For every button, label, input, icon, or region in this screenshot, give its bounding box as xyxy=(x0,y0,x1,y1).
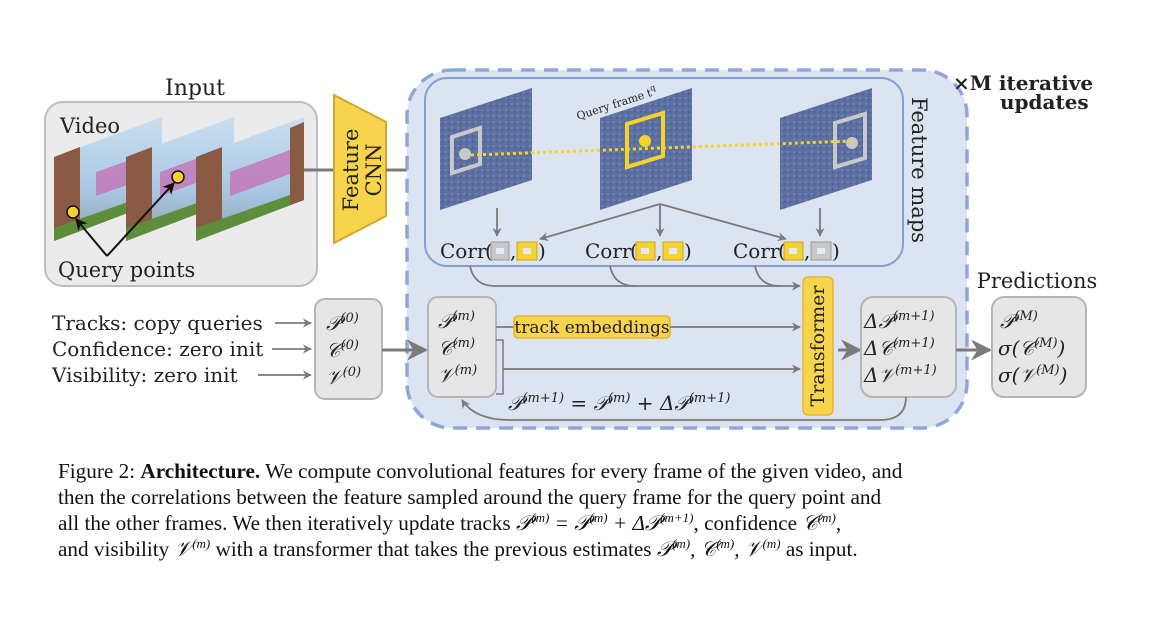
feedback-loop-arrow xyxy=(461,396,907,421)
svg-text:,: , xyxy=(656,239,662,263)
feature-cnn-block xyxy=(333,93,387,245)
init-list: Tracks: copy queries Confidence: zero in… xyxy=(51,311,312,387)
init-confidence-label: Confidence: zero init xyxy=(52,337,263,361)
caption-line-4: and visibility 𝒱(m) with a transformer t… xyxy=(58,536,1108,562)
video-label: Video xyxy=(59,114,120,138)
corr-1: Corr ( , ) xyxy=(440,239,546,263)
query-point-2 xyxy=(171,170,185,184)
caption-text-3a: all the other frames. We then iterativel… xyxy=(58,511,511,535)
feature-maps-label: Feature maps xyxy=(907,97,931,243)
caption-math-c: 𝒞(m) xyxy=(802,510,836,535)
caption-line-1: Figure 2: Architecture. We compute convo… xyxy=(58,458,1108,484)
feature-cnn-label-2: CNN xyxy=(362,144,386,197)
caption-text-1: We compute convolutional features for ev… xyxy=(265,459,903,483)
delta-c: Δ𝒞(m+1) xyxy=(863,336,935,360)
update-rule: 𝒫(m+1) = 𝒫(m) + Δ𝒫(m+1) xyxy=(508,391,730,415)
svg-text:(: ( xyxy=(485,239,493,263)
predictions-box xyxy=(991,296,1087,398)
track-embeddings-label: track embeddings xyxy=(514,318,669,338)
svg-text:Corr: Corr xyxy=(585,239,632,263)
corr-to-transformer-connector xyxy=(469,265,801,291)
delta-p: Δ𝒫(m+1) xyxy=(863,309,935,333)
feature-map-1 xyxy=(440,88,532,210)
init-visibility-label: Visibility: zero init xyxy=(51,363,238,387)
current-state-box xyxy=(427,296,497,398)
svg-text:,: , xyxy=(510,239,516,263)
figure-caption: Figure 2: Architecture. We compute convo… xyxy=(58,458,1108,562)
caption-math-estimates: 𝒫(m), 𝒞(m), 𝒱(m) xyxy=(656,536,781,561)
caption-title: Architecture. xyxy=(140,459,261,483)
delta-v: Δ𝒱(m+1) xyxy=(863,363,937,387)
iterative-label-2: updates xyxy=(1000,90,1089,114)
iterative-label-1: ×M iterative xyxy=(953,71,1093,95)
caption-math-update: 𝒫(m) = 𝒫(m) + Δ𝒫(m+1) xyxy=(515,510,694,535)
caption-math-v: 𝒱(m) xyxy=(174,536,211,561)
prediction-c: σ(𝒞(M)) xyxy=(998,336,1065,360)
transformer-block xyxy=(802,276,834,416)
caption-line-2: then the correlations between the featur… xyxy=(58,485,882,509)
svg-text:,: , xyxy=(804,239,810,263)
caption-text-4c: as input. xyxy=(785,537,858,561)
caption-text-3b: , confidence xyxy=(693,511,798,535)
query-pointer-1 xyxy=(75,218,108,257)
transformer-label: Transformer xyxy=(807,285,829,407)
svg-text:(: ( xyxy=(778,239,786,263)
query-point-1 xyxy=(66,205,80,219)
state-bracket xyxy=(496,339,504,395)
init-tracks-label: Tracks: copy queries xyxy=(52,311,263,335)
feature-map-3 xyxy=(780,88,872,210)
svg-text:): ) xyxy=(538,239,546,263)
caption-line-3: all the other frames. We then iterativel… xyxy=(58,510,842,535)
feature-maps-panel xyxy=(424,77,904,267)
corr2-connector xyxy=(609,265,636,287)
caption-text-4a: and visibility xyxy=(58,537,170,561)
corr-3: Corr ( , ) xyxy=(733,239,840,263)
query-to-corr3-arrow xyxy=(659,203,787,242)
predictions-title: Predictions xyxy=(977,269,1098,293)
query-points-label: Query points xyxy=(58,258,195,282)
delta-box xyxy=(860,296,957,398)
svg-text:Corr: Corr xyxy=(440,239,487,263)
video-frame-3 xyxy=(196,117,304,241)
corr3-connector xyxy=(754,265,781,287)
caption-text-4b: with a transformer that takes the previo… xyxy=(215,537,652,561)
query-pointer-2 xyxy=(106,182,175,257)
svg-text:Corr: Corr xyxy=(733,239,780,263)
caption-label: Figure 2: xyxy=(58,459,136,483)
svg-text:(: ( xyxy=(630,239,638,263)
feature-cnn-label-1: Feature xyxy=(339,129,363,212)
architecture-diagram: Input Video Query points Feature CNN ×M … xyxy=(44,68,1098,430)
svg-text:): ) xyxy=(832,239,840,263)
corr-2: Corr ( , ) xyxy=(585,239,692,263)
query-to-corr1-arrow xyxy=(539,203,661,242)
svg-text:): ) xyxy=(684,239,692,263)
input-title: Input xyxy=(165,76,225,101)
